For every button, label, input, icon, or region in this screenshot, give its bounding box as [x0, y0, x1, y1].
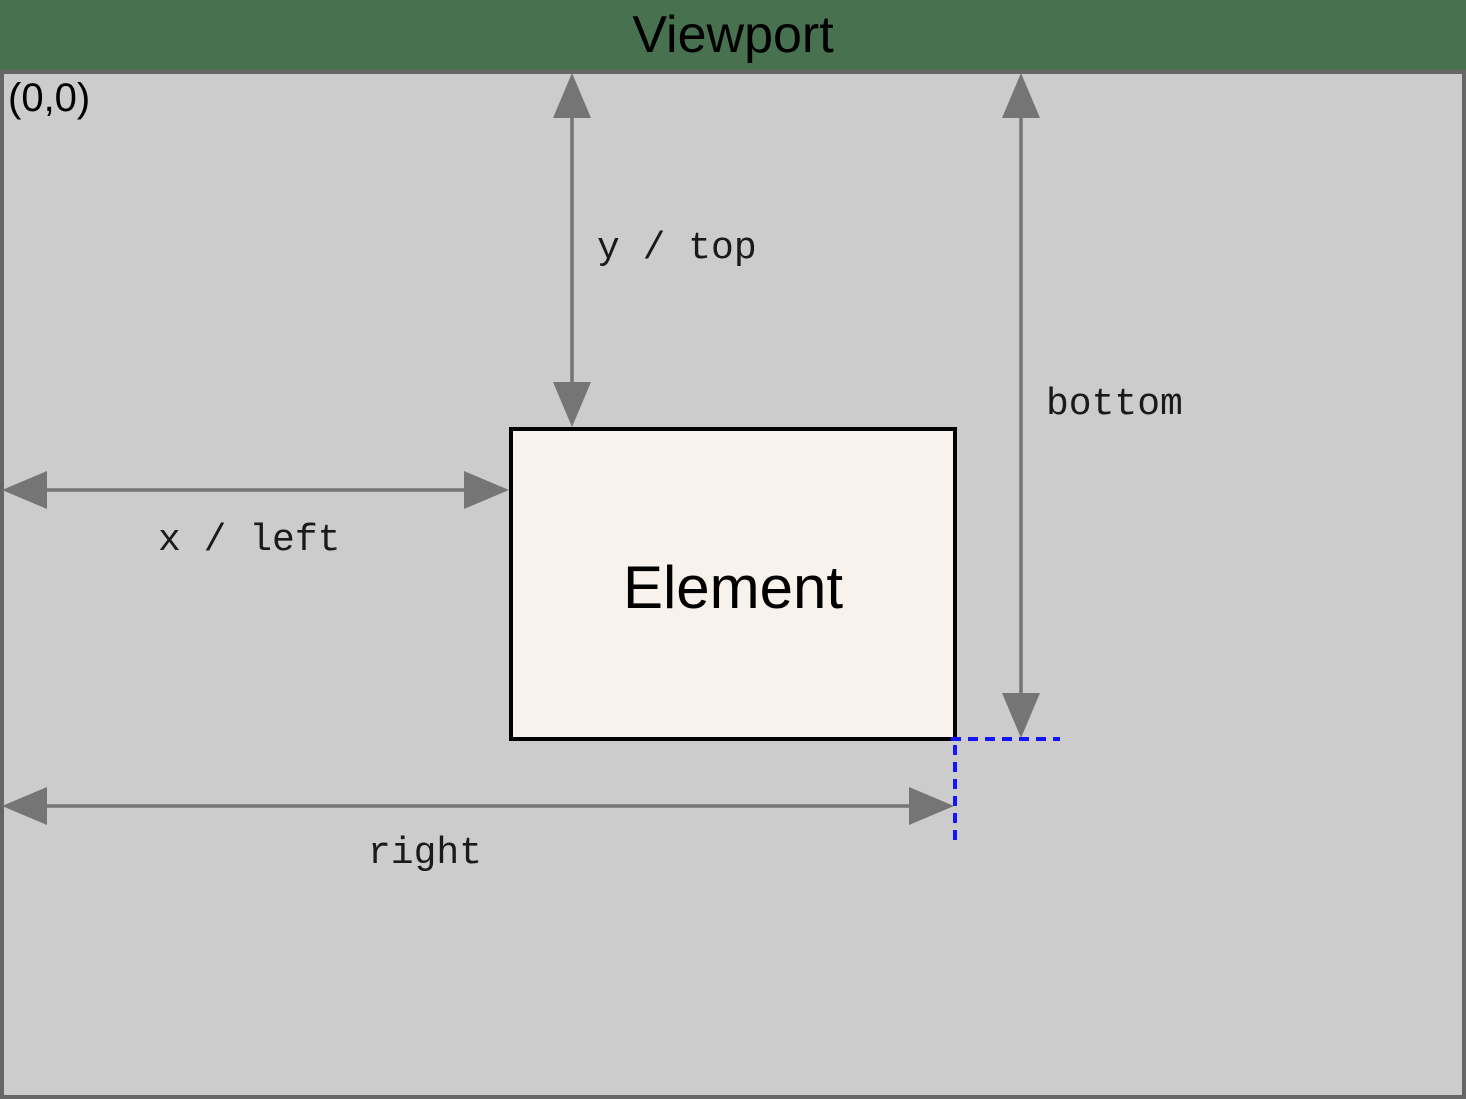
element-box: Element — [509, 427, 957, 741]
element-label: Element — [622, 553, 844, 621]
x-left-label: x / left — [158, 519, 341, 562]
bottom-label: bottom — [1046, 383, 1183, 426]
page-title: Viewport — [632, 6, 834, 64]
right-label: right — [368, 832, 483, 875]
origin-label: (0,0) — [8, 76, 91, 120]
y-top-label: y / top — [597, 227, 757, 270]
